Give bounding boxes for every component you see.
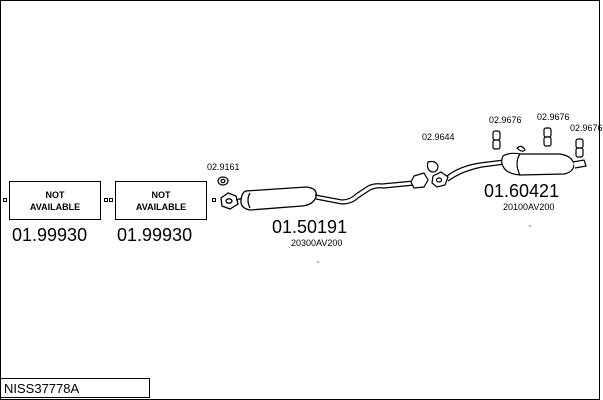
- hanger-number-2: 02.9676: [537, 112, 570, 122]
- mid-gasket-icon: [426, 160, 439, 173]
- middle-muffler-oe: 20300AV200: [291, 238, 343, 248]
- rear-muffler-oe: 20100AV200: [503, 202, 555, 212]
- reference-dot-2: [529, 225, 531, 227]
- not-available-label-2: NOT AVAILABLE: [135, 189, 187, 212]
- front-gasket-number: 02.9161: [207, 162, 240, 172]
- part-number-na-2: 01.99930: [117, 225, 193, 245]
- connector-left-1: [3, 198, 7, 202]
- hanger-number-1: 02.9676: [489, 115, 522, 125]
- rear-muffler-number: 01.60421: [484, 181, 560, 201]
- reference-code: NISS37778A: [4, 381, 80, 396]
- mid-gasket-number: 02.9644: [422, 132, 455, 142]
- reference-dot: [317, 261, 319, 263]
- rear-muffler-icon: [431, 145, 587, 188]
- hanger-icon: [492, 127, 584, 158]
- reference-box: NISS37778A: [0, 378, 150, 398]
- connector-right-1: [104, 198, 108, 202]
- middle-muffler-icon: [220, 186, 317, 211]
- front-gasket-icon: [217, 176, 229, 186]
- not-available-label-1: NOT AVAILABLE: [29, 189, 81, 212]
- middle-muffler-number: 01.50191: [272, 217, 348, 237]
- hanger-number-3: 02.9676: [570, 123, 603, 133]
- not-available-box-2: NOT AVAILABLE: [115, 181, 207, 220]
- connector-left-2: [109, 198, 113, 202]
- not-available-box-1: NOT AVAILABLE: [9, 181, 101, 220]
- connector-right-2: [212, 198, 216, 202]
- mid-pipe-icon: [314, 172, 429, 205]
- part-number-na-1: 01.99930: [12, 225, 88, 245]
